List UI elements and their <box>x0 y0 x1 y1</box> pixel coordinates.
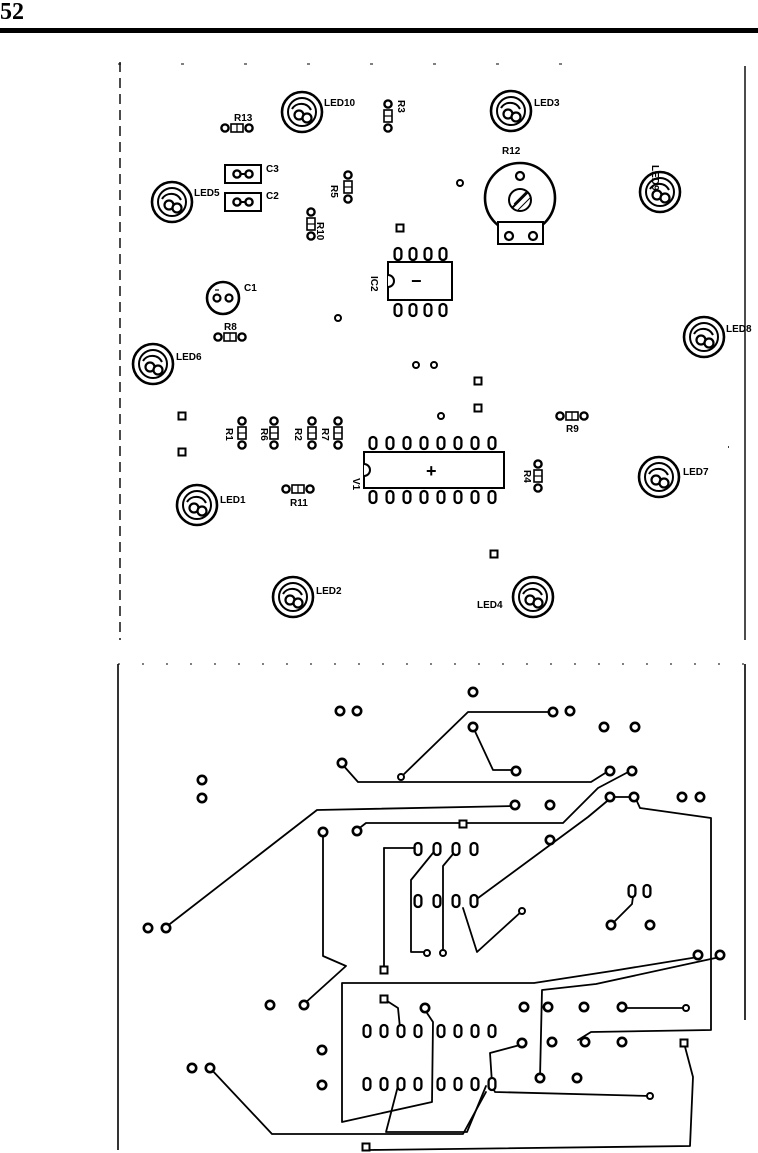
ic-minus-symbol: − <box>411 271 422 291</box>
resistor-label: R6 <box>258 428 269 441</box>
component-side-panel: LED10 LED3 LED9 LED5 LED6 LED8 <box>118 62 752 640</box>
resistor-r10: R10 <box>305 207 325 241</box>
capacitor-c3: C3 <box>223 163 279 185</box>
copper-side-panel <box>117 663 746 1152</box>
led-label: LED4 <box>477 600 503 611</box>
led-led1: LED1 <box>175 483 246 527</box>
led-led8: LED8 <box>682 315 752 359</box>
resistor-label: R1 <box>223 428 234 441</box>
resistor-r1: R1 <box>223 416 248 450</box>
resistor-label: R13 <box>234 113 253 124</box>
led-label: LED10 <box>324 98 356 109</box>
resistor-r2: R2 <box>292 416 318 450</box>
resistor-label: R7 <box>319 428 330 441</box>
led-label: LED5 <box>194 188 220 199</box>
led-led9: LED9 <box>638 165 682 214</box>
resistor-r8: R8 <box>213 322 247 343</box>
led-label: LED3 <box>534 98 560 109</box>
resistor-r11: R11 <box>281 483 315 509</box>
led-led3: LED3 <box>489 89 560 133</box>
resistor-r5: R5 <box>328 170 354 204</box>
ic-label: IC2 <box>368 276 379 292</box>
resistor-label: R4 <box>521 470 532 483</box>
resistor-label: R2 <box>292 428 303 441</box>
resistor-r12-trimmer: R12 <box>483 146 557 245</box>
capacitor-c2: C2 <box>223 191 279 213</box>
resistor-r4: R4 <box>521 459 544 493</box>
ic-plus-symbol: + <box>426 461 437 481</box>
resistor-label: R8 <box>224 322 237 333</box>
resistor-r3: R3 <box>382 99 406 133</box>
led-led10: LED10 <box>280 90 356 134</box>
resistor-r6: R6 <box>258 416 280 450</box>
resistor-label: R11 <box>290 498 308 509</box>
capacitor-label: C2 <box>266 191 279 202</box>
led-label: LED7 <box>683 467 709 478</box>
led-label: LED8 <box>726 324 752 335</box>
led-label: LED6 <box>176 352 202 363</box>
resistor-label: R3 <box>395 100 406 113</box>
resistor-r9: R9 <box>555 410 589 435</box>
led-label: LED9 <box>649 165 660 191</box>
led-led7: LED7 <box>637 455 709 499</box>
ic-ic2: − IC2 <box>368 246 453 318</box>
led-led5: LED5 <box>150 180 220 224</box>
capacitor-label: C1 <box>244 283 257 294</box>
resistor-r13: R13 <box>220 113 254 134</box>
resistor-label: R10 <box>314 222 325 241</box>
led-label: LED2 <box>316 586 342 597</box>
resistor-label: R5 <box>328 185 339 198</box>
resistor-label: R12 <box>502 146 521 157</box>
page-number: 52 <box>0 0 24 25</box>
ic-v1: + V1 <box>350 435 505 505</box>
capacitor-c1: C1 <box>205 280 257 316</box>
led-led2: LED2 <box>271 575 342 619</box>
led-led4: LED4 <box>477 575 555 619</box>
led-label: LED1 <box>220 495 246 506</box>
header-rule <box>0 28 758 33</box>
ic-label: V1 <box>350 478 361 491</box>
resistor-r7: R7 <box>319 416 344 450</box>
capacitor-label: C3 <box>266 164 279 175</box>
resistor-label: R9 <box>566 424 579 435</box>
led-led6: LED6 <box>131 342 202 386</box>
